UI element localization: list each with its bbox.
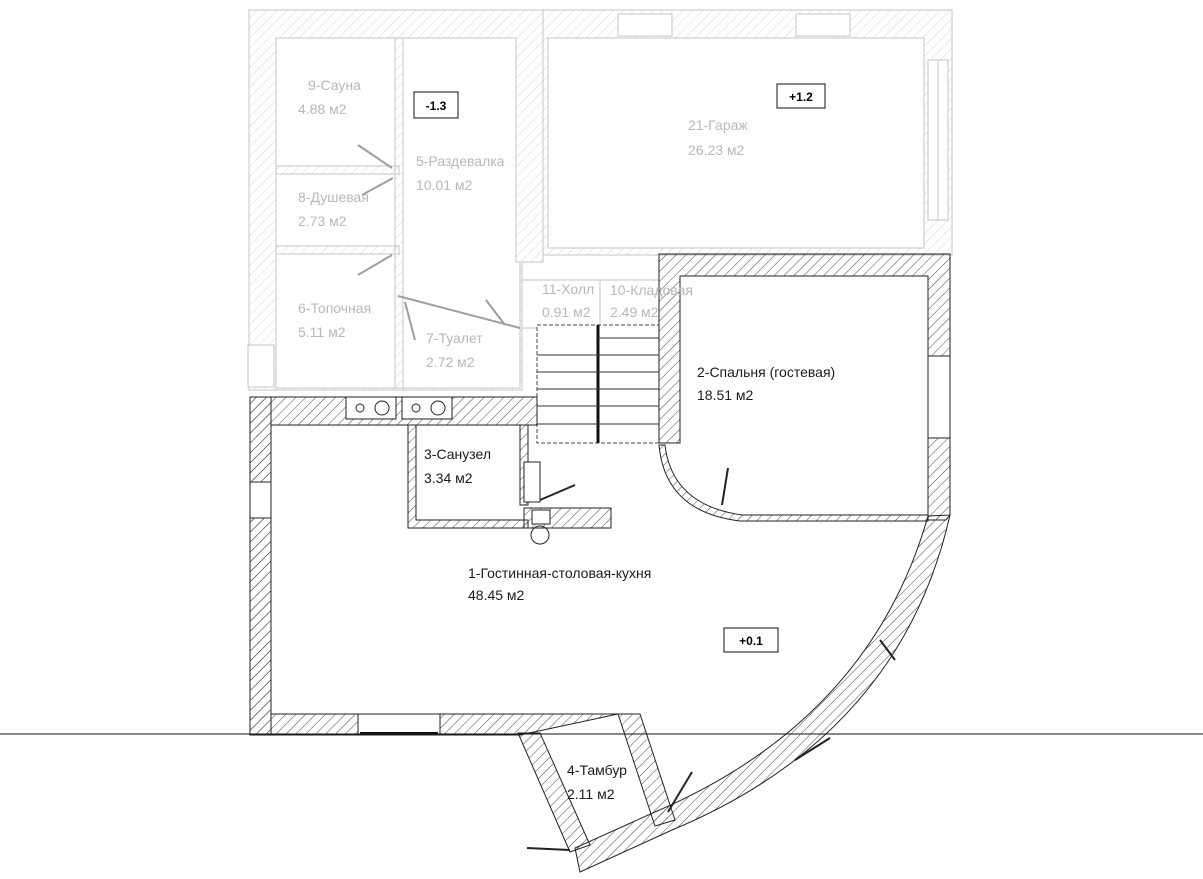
- room-1-area: 48.45 м2: [468, 587, 525, 603]
- room-3-name: 3-Санузел: [424, 446, 491, 462]
- room-5-name: 5-Раздевалка: [416, 153, 505, 169]
- room-9-name: 9-Сауна: [308, 77, 361, 93]
- room-10-area: 2.49 м2: [610, 304, 659, 320]
- room-6-area: 5.11 м2: [298, 324, 346, 340]
- room-labels: 9-Сауна 4.88 м2 5-Раздевалка 10.01 м2 8-…: [298, 77, 835, 802]
- level-marker-basement: -1.3: [413, 91, 459, 119]
- level-garage-text: +1.2: [789, 90, 813, 104]
- room-10-name: 10-Кладовая: [610, 282, 693, 298]
- room-8-area: 2.73 м2: [298, 213, 347, 229]
- basement-block: [247, 9, 953, 391]
- room-2-area: 18.51 м2: [697, 387, 754, 403]
- room-4-name: 4-Тамбур: [567, 762, 627, 778]
- room-3-area: 3.34 м2: [424, 470, 473, 486]
- room-8-name: 8-Душевая: [298, 189, 369, 205]
- room-6-name: 6-Топочная: [298, 300, 371, 316]
- level-main-text: +0.1: [739, 634, 763, 648]
- room-5-area: 10.01 м2: [416, 177, 473, 193]
- room-4-area: 2.11 м2: [567, 786, 615, 802]
- room-11-area: 0.91 м2: [542, 304, 591, 320]
- room-9-area: 4.88 м2: [298, 101, 347, 117]
- room-2-name: 2-Спальня (гостевая): [697, 364, 835, 380]
- room-1-name: 1-Гостинная-столовая-кухня: [468, 565, 651, 581]
- main-floor-walls: [249, 253, 951, 873]
- level-basement-text: -1.3: [426, 99, 447, 113]
- room-11-name: 11-Холл: [542, 281, 594, 297]
- staircase: [536, 324, 660, 444]
- room-21-name: 21-Гараж: [688, 117, 748, 133]
- room-7-name: 7-Туалет: [426, 330, 483, 346]
- room-21-area: 26.23 м2: [688, 142, 745, 158]
- room-7-area: 2.72 м2: [426, 354, 475, 370]
- level-marker-main: +0.1: [723, 627, 779, 653]
- level-marker-garage: +1.2: [776, 83, 826, 109]
